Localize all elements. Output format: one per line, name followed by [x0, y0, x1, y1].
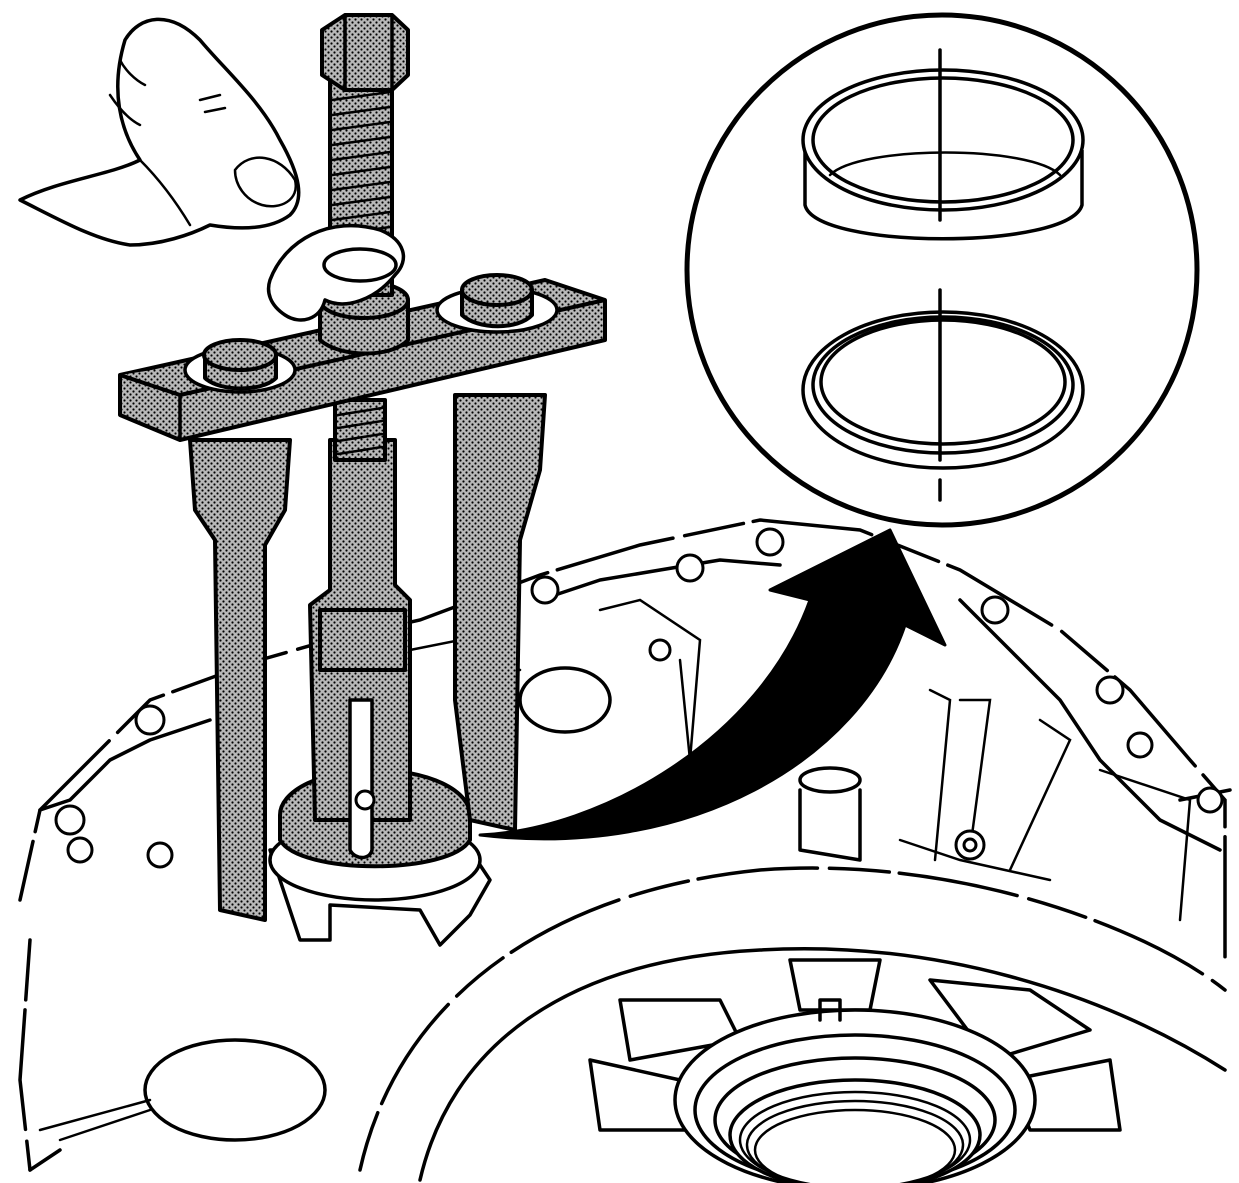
bearing-cup [801, 68, 1085, 241]
detail-inset [684, 12, 1200, 528]
seal-ring [801, 310, 1085, 470]
pump-assembly [358, 866, 1227, 1183]
removal-arrow [478, 528, 947, 841]
hand-with-wrench [18, 17, 406, 322]
transmission-case [18, 518, 1232, 1172]
bearing-puller-tool [118, 13, 607, 922]
